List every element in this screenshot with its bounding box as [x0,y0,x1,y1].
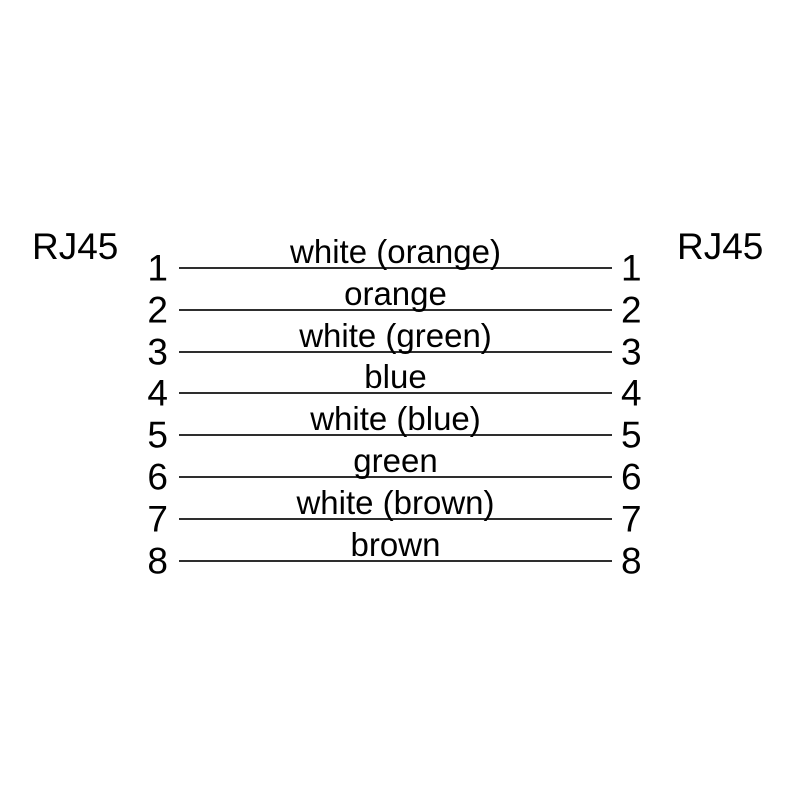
pin-number-right: 8 [621,540,642,582]
wire-line [179,392,612,395]
wire-line [179,517,612,520]
pin-number-left: 3 [147,331,168,373]
pin-number-left: 8 [147,540,168,582]
right-connector-label: RJ45 [677,226,764,267]
pin-number-right: 7 [621,498,642,540]
wire-line [179,350,612,353]
wire-line [179,476,612,478]
wire-line [179,308,612,311]
left-connector-label: RJ45 [32,226,119,267]
wire-line [179,434,612,437]
wire-color-label: white (brown) [296,483,495,521]
pin-number-left: 7 [147,498,168,540]
pin-number-right: 5 [621,414,642,456]
pin-number-left: 6 [147,456,168,498]
pin-number-right: 3 [621,331,642,373]
pin-number-left: 5 [147,414,168,456]
pin-number-left: 1 [147,247,168,289]
wire-color-label: white (orange) [290,233,501,270]
pin-number-right: 1 [621,247,642,289]
wire-color-label: orange [344,274,447,312]
wire-color-label: brown [350,525,441,563]
wire-line [179,559,612,562]
pin-number-left: 4 [147,372,168,414]
wire-color-label: white (blue) [310,400,481,438]
pin-number-right: 6 [621,456,642,498]
wire-color-label: white (green) [299,316,492,354]
pin-number-right: 2 [621,289,642,331]
pin-number-right: 4 [621,372,642,414]
pin-number-left: 2 [147,289,168,331]
wire-color-label: green [353,442,438,479]
wire-line [179,267,612,269]
wire-color-label: blue [364,358,427,396]
